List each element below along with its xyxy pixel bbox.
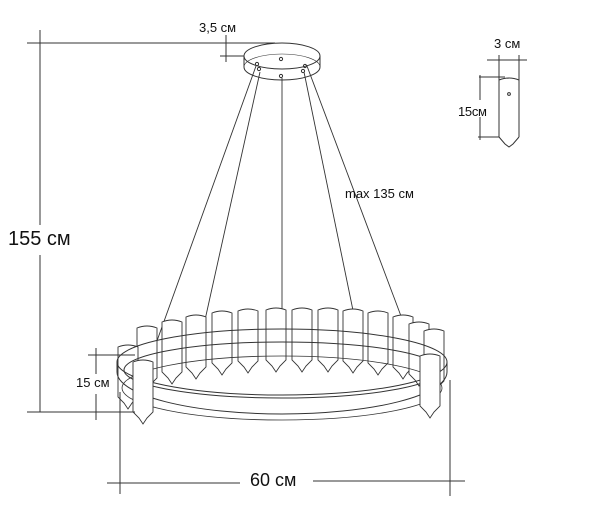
ring-crystals (117, 307, 445, 410)
crystal-height-label: 15см (458, 104, 487, 119)
canopy (243, 42, 321, 81)
front-crystals (132, 353, 441, 425)
diameter-dimension (107, 380, 465, 496)
cable-length-label: max 135 см (345, 186, 414, 201)
canopy-height-label: 3,5 см (199, 20, 237, 35)
crystal-detail (478, 55, 527, 148)
suspension-cables (139, 65, 411, 389)
diameter-label: 60 см (247, 470, 300, 491)
total-height-label: 155 см (8, 228, 71, 250)
ring-height-label: 15 см (76, 375, 110, 390)
ring-height-dimension (88, 348, 135, 420)
crystal-width-label: 3 см (494, 36, 521, 51)
